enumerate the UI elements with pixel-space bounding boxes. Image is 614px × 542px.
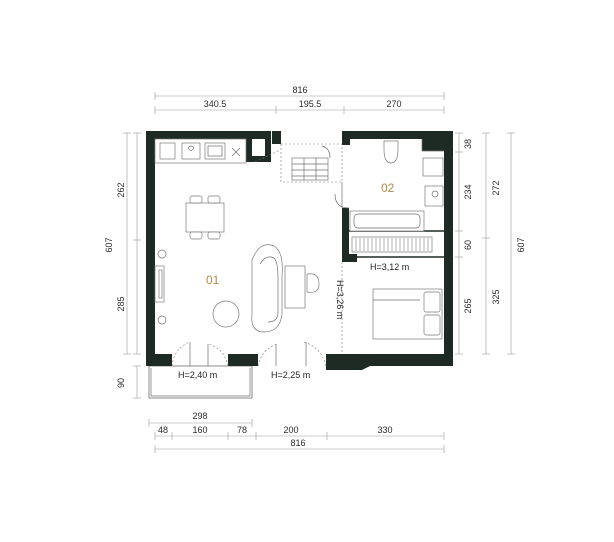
bottom-segment-330: 330 — [377, 425, 392, 435]
living-furniture — [154, 244, 320, 333]
bottom-dimensions: 298 48 160 78 200 330 816 — [148, 411, 445, 453]
height-label-partition: H=3,26 m — [335, 280, 345, 319]
top-segment-1: 340.5 — [204, 99, 227, 109]
bottom-segment-160: 160 — [192, 425, 207, 435]
dining-table — [185, 195, 225, 240]
left-dimensions: 607 262 285 90 — [104, 132, 141, 399]
bottom-segment-200: 200 — [283, 425, 298, 435]
top-segment-2: 195.5 — [299, 99, 322, 109]
top-segment-3: 270 — [386, 99, 401, 109]
entry-stairs — [254, 143, 343, 183]
bottom-total-dimension: 816 — [290, 438, 305, 448]
left-outer-dimension: 607 — [104, 237, 114, 252]
top-total-dimension: 816 — [292, 85, 307, 95]
bathroom-fixtures — [349, 140, 444, 232]
openings — [171, 193, 350, 367]
top-dimensions: 816 340.5 195.5 270 — [154, 85, 445, 114]
height-label-bedroom-window: H=3,12 m — [370, 262, 409, 272]
right-segment-38: 38 — [463, 139, 473, 149]
kitchen-counter — [154, 138, 247, 164]
left-segment-1: 262 — [116, 182, 126, 197]
room-label-01: 01 — [206, 273, 220, 287]
height-label-balcony-door: H=2,40 m — [178, 370, 217, 380]
right-segment-272: 272 — [491, 180, 501, 195]
right-dimensions: 38 234 60 265 272 325 607 — [455, 132, 526, 355]
height-label-terrace-door: H=2,25 m — [271, 370, 310, 380]
right-total-dimension: 607 — [516, 237, 526, 252]
left-balcony-dimension: 90 — [116, 378, 126, 388]
right-segment-234: 234 — [463, 184, 473, 199]
bottom-segment-48: 48 — [158, 425, 168, 435]
balcony — [148, 365, 253, 399]
right-segment-325: 325 — [491, 289, 501, 304]
bottom-segment-78: 78 — [237, 425, 247, 435]
room-label-02: 02 — [381, 181, 395, 195]
right-segment-60: 60 — [463, 240, 473, 250]
right-segment-265: 265 — [463, 298, 473, 313]
bottom-balcony-dimension: 298 — [192, 411, 207, 421]
walls — [146, 131, 453, 370]
left-segment-2: 285 — [116, 296, 126, 311]
wardrobe — [351, 236, 433, 253]
bed — [372, 288, 443, 340]
